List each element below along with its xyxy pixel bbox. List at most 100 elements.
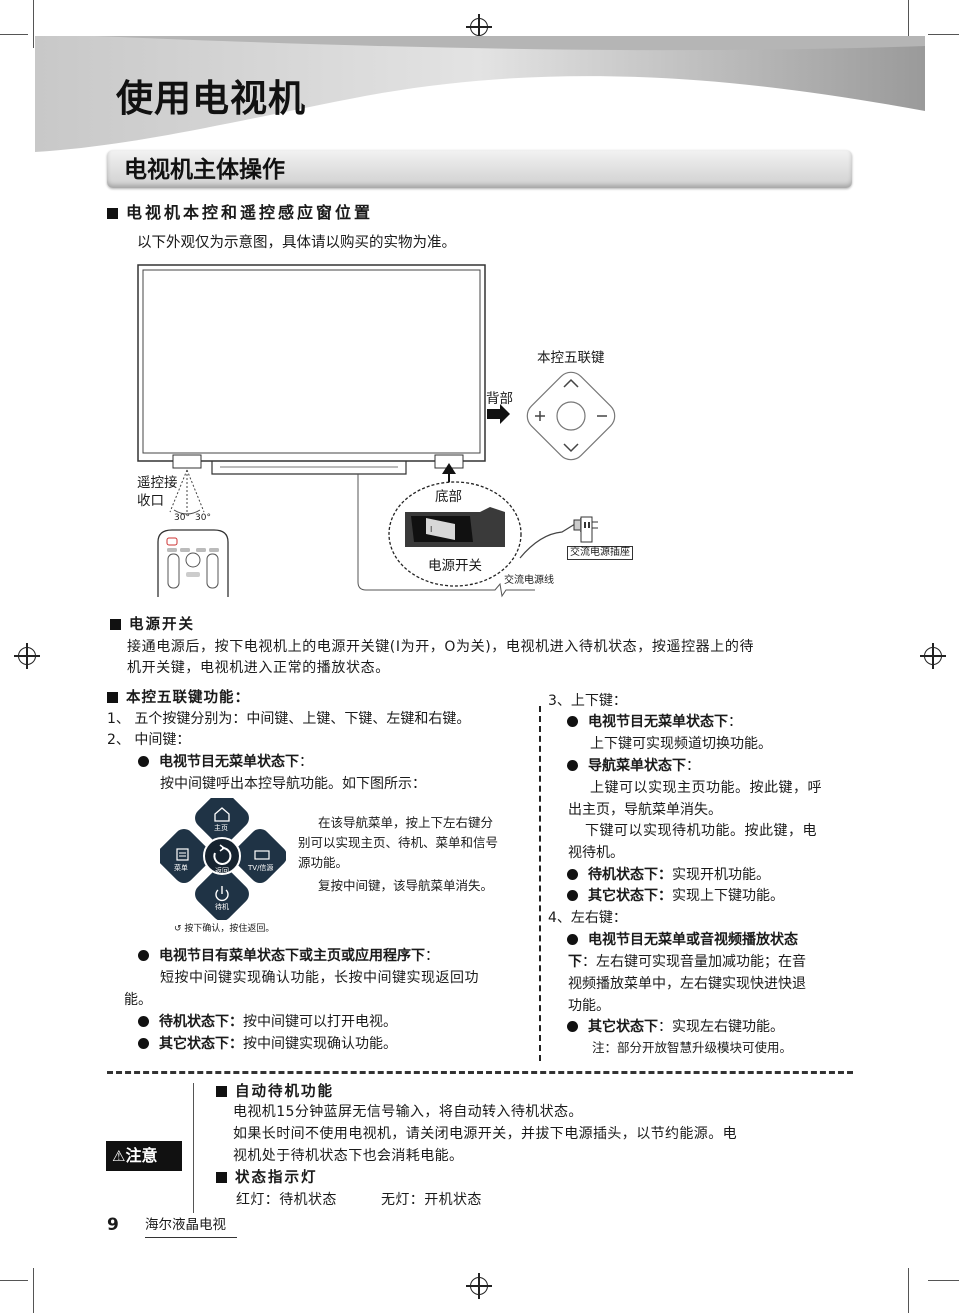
updown-nav-bullet: 导航菜单状态下： — [567, 756, 700, 776]
section-title: 电视机主体操作 — [124, 157, 285, 183]
bullet-icon — [567, 760, 578, 771]
section-bar — [107, 150, 852, 188]
center-no-menu-bullet: 电视节目无菜单状态下： — [138, 752, 313, 772]
power-body-line1: 接通电源后，按下电视机上的电源开关键(I为开，O为关)，电视机进入待机状态，按遥… — [127, 639, 755, 655]
square-bullet-icon — [216, 1172, 227, 1183]
nav-menu-diagram — [160, 798, 286, 920]
bullet-icon — [567, 934, 578, 945]
indicator-heading: 状态指示灯 — [216, 1168, 318, 1188]
energy-body-line1: 如果长时间不使用电视机，请关闭电源开关，并拔下电源插头，以节约能源。电 — [233, 1126, 737, 1142]
leftright-no-menu-bullet: 电视节目无菜单或音视频播放状态 — [567, 930, 798, 950]
registration-mark-icon — [14, 643, 40, 669]
intro-heading: 电视机本控和遥控感应窗位置 — [107, 203, 373, 223]
bullet-icon — [138, 950, 149, 961]
center-menu-body-line1: 短按中间键实现确认功能，长按中间键实现返回功 — [160, 970, 479, 986]
updown-no-menu-body: 上下键可实现频道切换功能。 — [590, 736, 772, 752]
crop-mark — [928, 34, 959, 35]
updown-no-menu-bullet: 电视节目无菜单状态下： — [567, 712, 742, 732]
crop-mark — [0, 1280, 28, 1281]
crop-mark — [0, 34, 28, 35]
power-heading: 电源开关 — [110, 615, 195, 635]
ac-cord-label: 交流电源线 — [504, 575, 554, 586]
page-number: 9 — [107, 1215, 119, 1235]
center-menu-bullet: 电视节目有菜单状态下或主页或应用程序下： — [138, 946, 439, 966]
updown-heading: 3、上下键： — [548, 693, 627, 709]
crop-mark — [908, 0, 909, 48]
updown-other-bullet: 其它状态下：实现上下键功能。 — [567, 886, 784, 906]
keypad-item-2: 2、 中间键： — [107, 732, 191, 748]
nav-home-label: 主页 — [214, 824, 228, 832]
auto-standby-body: 电视机15分钟蓝屏无信号输入，将自动转入待机状态。 — [233, 1104, 583, 1120]
right-note: 注：部分开放智慧升级模块可使用。 — [592, 1040, 793, 1055]
bullet-icon — [138, 1038, 149, 1049]
keypad-label: 本控五联键 — [537, 350, 605, 366]
leftright-no-menu-body-line2: 视频播放菜单中，左右键实现快进快退 — [568, 976, 806, 992]
angle-left-label: 30° — [174, 513, 190, 523]
auto-standby-heading: 自动待机功能 — [216, 1082, 334, 1102]
center-menu-body-line2: 能。 — [124, 992, 152, 1008]
center-no-menu-body: 按中间键呼出本控导航功能。如下图所示： — [160, 776, 426, 792]
registration-mark-icon — [920, 643, 946, 669]
warning-icon: ⚠ — [112, 1147, 126, 1165]
nav-menu-label: 菜单 — [174, 864, 188, 872]
back-arrow-icon: ↺ — [174, 924, 185, 934]
footer-brand: 海尔液晶电视 — [145, 1216, 237, 1238]
notice-divider — [193, 1083, 194, 1213]
tv-diagram: I — [137, 264, 616, 598]
updown-nav-body-line1: 上键可以实现主页功能。按此键，呼 — [590, 780, 822, 796]
leftright-no-menu-body-line1: 下：左右键可实现音量加减功能；在音 — [568, 954, 806, 970]
bullet-icon — [567, 716, 578, 727]
nav-desc-line3: 源功能。 — [298, 855, 349, 870]
back-label: 背部 — [486, 391, 513, 407]
svg-text:I: I — [430, 525, 432, 534]
page-title: 使用电视机 — [116, 77, 306, 120]
power-body-line2: 机开关键，电视机进入正常的播放状态。 — [127, 660, 390, 676]
bullet-icon — [138, 756, 149, 767]
updown-nav-body-line2: 出主页，导航菜单消失。 — [568, 802, 722, 818]
leftright-heading: 4、左右键： — [548, 910, 627, 926]
nav-standby-label: 待机 — [215, 903, 229, 911]
header-banner — [35, 36, 925, 152]
nav-desc-line1: 在该导航菜单，按上下左右键分 — [318, 815, 494, 830]
updown-standby-bullet: 待机状态下：实现开机功能。 — [567, 865, 770, 885]
keypad-functions-heading: 本控五联键功能： — [107, 688, 250, 708]
square-bullet-icon — [107, 208, 118, 219]
section-divider — [107, 1071, 853, 1074]
crop-mark — [928, 1280, 959, 1281]
square-bullet-icon — [107, 692, 118, 703]
leftright-other-bullet: 其它状态下：实现左右键功能。 — [567, 1017, 784, 1037]
center-other-bullet: 其它状态下：按中间键实现确认功能。 — [138, 1034, 397, 1054]
bullet-icon — [138, 1016, 149, 1027]
nav-desc-line2: 别可以实现主页、待机、菜单和信号 — [298, 835, 499, 850]
remote-window-label: 遥控接 收口 — [137, 475, 178, 509]
square-bullet-icon — [110, 619, 121, 630]
nav-caption: ↺ 按下确认，按住返回。 — [174, 924, 275, 934]
column-divider — [539, 706, 541, 1061]
crop-mark — [33, 1268, 34, 1313]
energy-body-line2: 视机处于待机状态下也会消耗电能。 — [233, 1148, 464, 1164]
indicator-red: 红灯：待机状态 — [236, 1192, 337, 1208]
nav-desc-line4: 复按中间键，该导航菜单消失。 — [318, 878, 494, 893]
indicator-off: 无灯：开机状态 — [381, 1192, 482, 1208]
updown-nav-body-line4: 视待机。 — [568, 845, 624, 861]
notice-badge: ⚠注意 — [106, 1141, 182, 1171]
ac-socket-label: 交流电源插座 — [567, 546, 633, 560]
nav-tv-label: TV/信源 — [248, 864, 274, 872]
keypad-item-1: 1、 五个按键分别为：中间键、上键、下键、左键和右键。 — [107, 711, 471, 727]
center-standby-bullet: 待机状态下：按中间键可以打开电视。 — [138, 1012, 397, 1032]
angle-right-label: 30° — [195, 513, 211, 523]
bottom-label: 底部 — [435, 489, 462, 505]
crop-mark — [33, 0, 34, 48]
bullet-icon — [567, 869, 578, 880]
bullet-icon — [567, 890, 578, 901]
square-bullet-icon — [216, 1086, 227, 1097]
registration-mark-icon — [466, 14, 492, 40]
intro-note: 以下外观仅为示意图，具体请以购买的实物为准。 — [137, 235, 456, 251]
bullet-icon — [567, 1021, 578, 1032]
leftright-no-menu-body-line3: 功能。 — [568, 998, 610, 1014]
registration-mark-icon — [466, 1273, 492, 1299]
power-switch-label: 电源开关 — [428, 558, 482, 574]
nav-back-label: 返回 — [215, 867, 229, 875]
updown-nav-body-line3: 下键可以实现待机功能。按此键，电 — [585, 823, 817, 839]
crop-mark — [908, 1268, 909, 1313]
